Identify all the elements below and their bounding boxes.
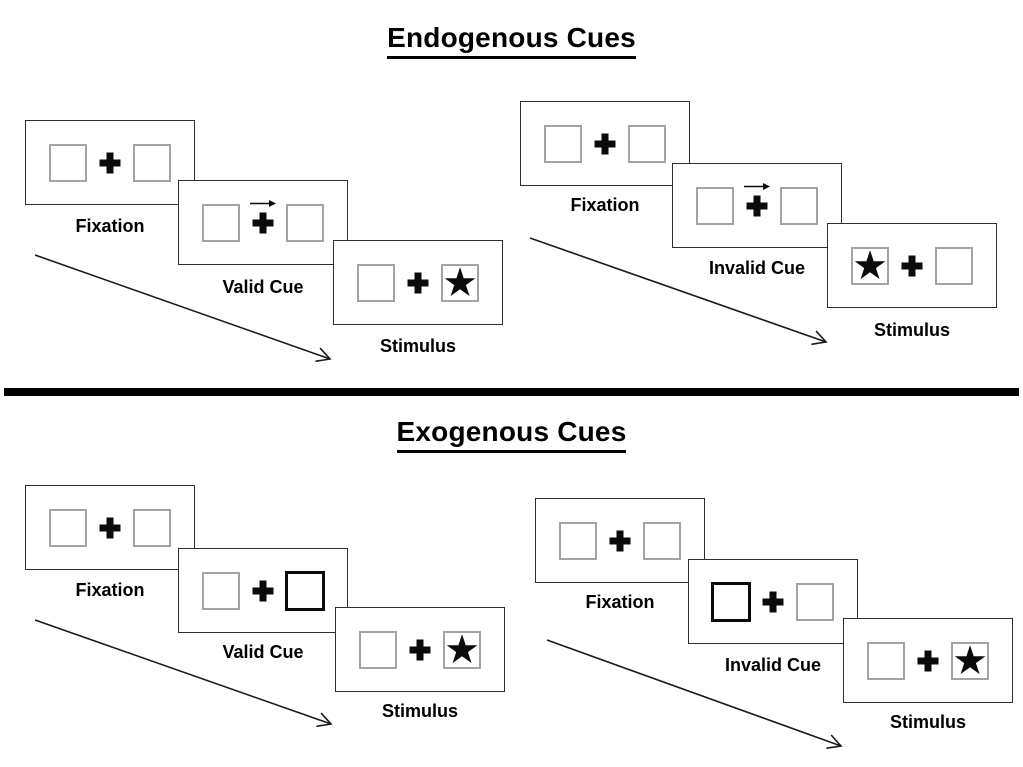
panel-label: Stimulus bbox=[873, 320, 950, 340]
right-placeholder-box bbox=[780, 187, 818, 225]
cue-highlight-box bbox=[711, 582, 751, 622]
endogenous-cues-title-text: Endogenous Cues bbox=[387, 22, 636, 59]
screen-panel-stimulus: ★ bbox=[827, 223, 997, 308]
fixation-cross-icon bbox=[252, 580, 274, 601]
target-star-icon: ★ bbox=[852, 243, 888, 289]
left-placeholder-box bbox=[559, 522, 597, 560]
fixation-cross-icon bbox=[594, 133, 616, 154]
right-placeholder-box bbox=[796, 583, 834, 621]
panel-label: Fixation bbox=[570, 195, 640, 215]
right-placeholder-box bbox=[935, 247, 973, 285]
screen-panel-valid-cue bbox=[178, 548, 348, 633]
left-placeholder-box bbox=[202, 572, 240, 610]
fixation-cross-icon bbox=[901, 255, 923, 276]
screen-panel-stimulus: ★ bbox=[333, 240, 503, 325]
panel-label: Valid Cue bbox=[222, 642, 304, 662]
right-placeholder-box bbox=[628, 125, 666, 163]
left-placeholder-box bbox=[357, 264, 395, 302]
target-star-icon: ★ bbox=[442, 260, 478, 306]
fixation-cross-icon bbox=[99, 152, 121, 173]
screen-panel-fixation bbox=[520, 101, 690, 186]
panel-label: Fixation bbox=[75, 580, 145, 600]
time-arrow-endogenous-invalid bbox=[529, 237, 828, 346]
section-divider bbox=[4, 388, 1019, 396]
right-placeholder-box bbox=[133, 509, 171, 547]
fixation-cross-icon bbox=[762, 591, 784, 612]
exogenous-cues-title-text: Exogenous Cues bbox=[396, 416, 627, 453]
right-placeholder-box bbox=[133, 144, 171, 182]
left-placeholder-box bbox=[544, 125, 582, 163]
fixation-cross-icon bbox=[609, 530, 631, 551]
time-arrow-endogenous-valid bbox=[34, 254, 332, 363]
left-placeholder-box bbox=[49, 509, 87, 547]
screen-panel-stimulus: ★ bbox=[843, 618, 1013, 703]
screen-panel-fixation bbox=[535, 498, 705, 583]
right-placeholder-box bbox=[643, 522, 681, 560]
fixation-cross-icon bbox=[99, 517, 121, 538]
fixation-cross-icon bbox=[746, 195, 768, 216]
right-target-box: ★ bbox=[441, 260, 479, 306]
screen-panel-invalid-cue bbox=[688, 559, 858, 644]
panel-label: Stimulus bbox=[379, 336, 456, 356]
left-placeholder-box bbox=[202, 204, 240, 242]
panel-label: Invalid Cue bbox=[708, 258, 806, 278]
fixation-cross-icon bbox=[409, 639, 431, 660]
screen-panel-fixation bbox=[25, 120, 195, 205]
panel-label: Fixation bbox=[75, 216, 145, 236]
panel-label: Stimulus bbox=[381, 701, 458, 721]
panel-label: Invalid Cue bbox=[724, 655, 822, 675]
panel-label: Fixation bbox=[585, 592, 655, 612]
left-placeholder-box bbox=[359, 631, 397, 669]
target-star-icon: ★ bbox=[952, 638, 988, 684]
right-placeholder-box bbox=[286, 204, 324, 242]
left-target-box: ★ bbox=[851, 243, 889, 289]
direction-arrow-icon bbox=[250, 200, 276, 207]
left-placeholder-box bbox=[867, 642, 905, 680]
fixation-cross-icon bbox=[407, 272, 429, 293]
screen-panel-invalid-cue bbox=[672, 163, 842, 248]
panel-label: Stimulus bbox=[889, 712, 966, 732]
target-star-icon: ★ bbox=[444, 627, 480, 673]
endogenous-cues-title: Endogenous Cues bbox=[0, 22, 1023, 59]
left-placeholder-box bbox=[696, 187, 734, 225]
left-placeholder-box bbox=[49, 144, 87, 182]
cue-highlight-box bbox=[285, 571, 325, 611]
fixation-cross-icon bbox=[917, 650, 939, 671]
screen-panel-fixation bbox=[25, 485, 195, 570]
direction-arrow-icon bbox=[744, 183, 770, 190]
panel-label: Valid Cue bbox=[222, 277, 304, 297]
screen-panel-stimulus: ★ bbox=[335, 607, 505, 692]
fixation-cross-icon bbox=[252, 212, 274, 233]
right-target-box: ★ bbox=[951, 638, 989, 684]
screen-panel-valid-cue bbox=[178, 180, 348, 265]
exogenous-cues-title: Exogenous Cues bbox=[0, 416, 1023, 453]
time-arrow-exogenous-valid bbox=[34, 619, 333, 728]
right-target-box: ★ bbox=[443, 627, 481, 673]
